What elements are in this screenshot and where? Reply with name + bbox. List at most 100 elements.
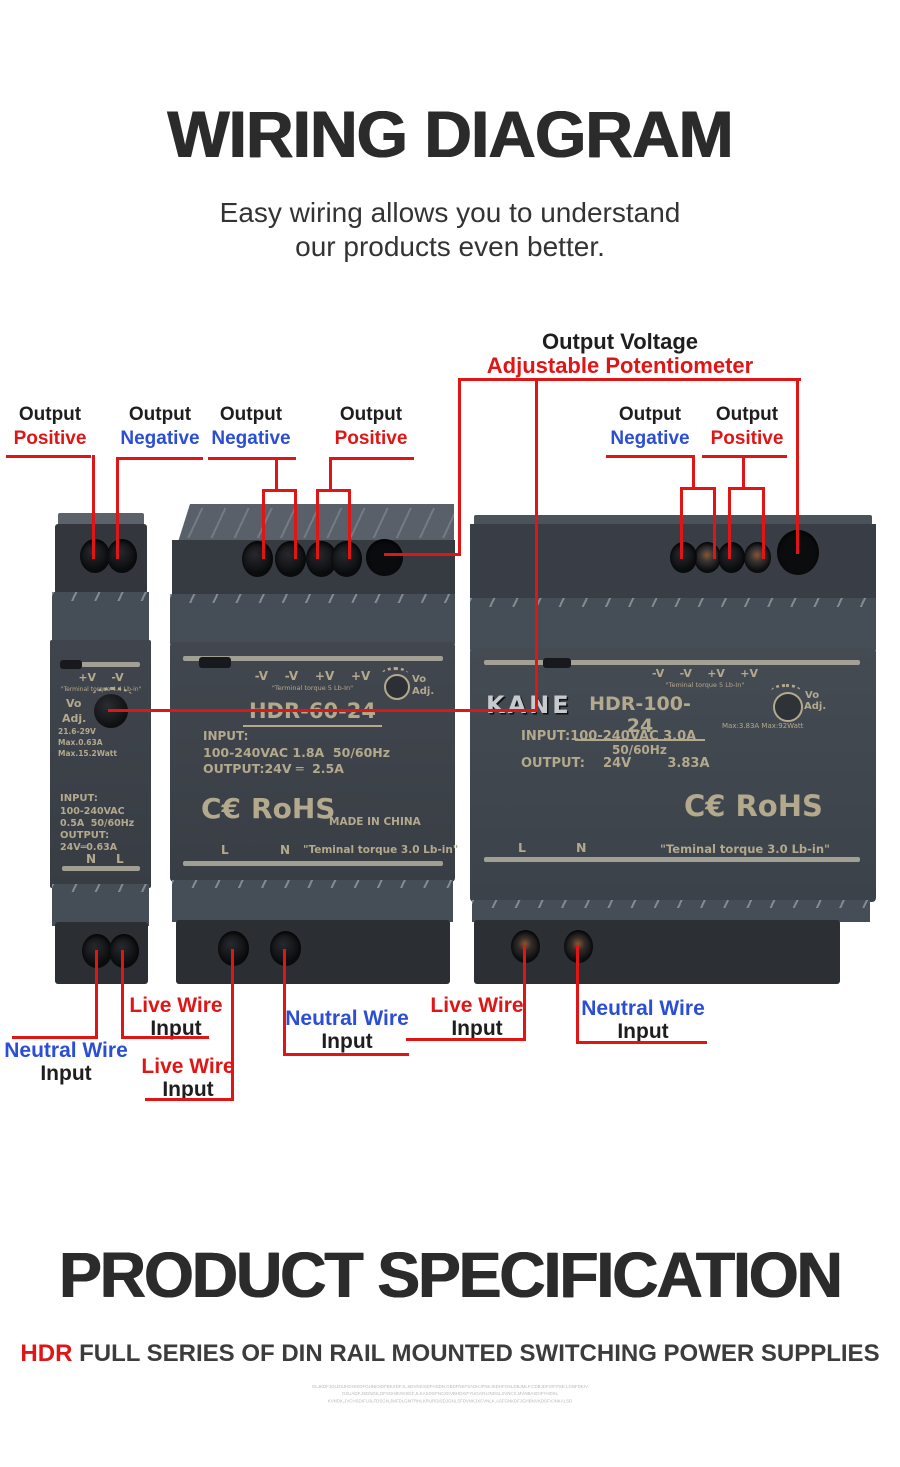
terminal-hole [718, 542, 745, 573]
dial-arc [771, 684, 801, 698]
label-word: Output [18, 404, 82, 425]
terminal-hole [670, 542, 697, 573]
max-power: Max.15.2Watt [58, 749, 117, 758]
connector-line [384, 553, 460, 556]
potentiometer-label: Output Voltage Adjustable Potentiometer [470, 330, 770, 378]
face-strip [62, 662, 140, 667]
label-word: Live Wire [430, 994, 524, 1017]
terminal-markings: +V -V [78, 671, 124, 684]
input-label: INPUT: [203, 729, 249, 743]
psu-step [52, 592, 149, 642]
terminal-hole [694, 542, 721, 573]
made-in-label: MADE IN CHINA [329, 816, 421, 828]
output-label-positive-2: Output Positive [325, 403, 417, 451]
label-word: Negative [120, 428, 200, 449]
connector-line [231, 949, 234, 1100]
serration [170, 594, 455, 603]
input-spec: 100-240VAC 1.8A 50/60Hz [203, 745, 391, 760]
label-word: Output [715, 404, 779, 425]
page-title: WIRING DIAGRAM [167, 97, 733, 171]
output-spec: 24V═0.63A [60, 842, 118, 853]
psu-top-bevel [58, 513, 144, 526]
footer-subtitle: HDR FULL SERIES OF DIN RAIL MOUNTED SWIT… [0, 1340, 900, 1368]
serration [52, 592, 149, 601]
model-number: HDR-60-24 [240, 699, 385, 727]
footer-subtitle-text: FULL SERIES OF DIN RAIL MOUNTED SWITCHIN… [72, 1340, 880, 1367]
input-label: INPUT: [60, 793, 98, 804]
connector-line [523, 946, 526, 1040]
face-strip [484, 660, 860, 665]
output-spec: OUTPUT: 24V 3.83A [521, 756, 710, 771]
live-terminal-label: L [116, 852, 124, 866]
connector-line [121, 1036, 209, 1039]
footer-title: PRODUCT SPECIFICATION [59, 1239, 843, 1311]
serration [470, 598, 876, 607]
terminal-bracket [728, 487, 765, 559]
terminal-hole [275, 541, 306, 577]
connector-line [606, 455, 693, 458]
label-word: Neutral Wire [4, 1039, 128, 1062]
connector-line [275, 457, 278, 492]
vo-label: Vo [805, 690, 820, 701]
torque-note: "Terminal torque 5 Lb-In" [271, 684, 354, 692]
connector-line [283, 949, 286, 1055]
label-word: Live Wire [129, 994, 223, 1017]
ce-mark: C€ [684, 789, 726, 823]
label-word: Output [618, 404, 682, 425]
connector-line [742, 455, 745, 490]
face-notch [60, 660, 82, 669]
wire-label-neutral-3: Neutral Wire Input [578, 998, 708, 1042]
potentiometer-access-hole[interactable] [366, 539, 403, 576]
label-word: Neutral Wire [285, 1007, 409, 1030]
face-strip [484, 857, 860, 862]
knob-arc [92, 687, 132, 704]
face-strip [62, 866, 140, 871]
label-word: Input [617, 1020, 669, 1043]
wire-label-live-2: Live Wire Input [138, 1056, 238, 1100]
neutral-terminal-label: N [280, 843, 291, 857]
label-word: Positive [13, 428, 87, 449]
connector-line [329, 457, 332, 492]
psu-step [52, 884, 149, 926]
terminal-hole [744, 542, 771, 573]
output-label-positive-3: Output Positive [701, 403, 793, 451]
wire-label-live-1: Live Wire Input [126, 995, 226, 1039]
psu-step [170, 594, 455, 644]
terminal-hole [242, 541, 273, 577]
face-strip [183, 656, 443, 661]
input-spec: 0.5A 50/60Hz [60, 818, 135, 829]
potentiometer-label-line2: Adjustable Potentiometer [486, 353, 754, 378]
rohs-mark: RoHS [251, 792, 336, 825]
label-word: Positive [334, 428, 408, 449]
psu-top-bevel [474, 515, 872, 525]
vo-label: Vo [412, 674, 427, 685]
connector-line [208, 457, 296, 460]
subtitle-line2: our products even better. [295, 231, 605, 262]
terminal-hole [107, 539, 137, 573]
model-number: HDR-100-24 [575, 693, 705, 741]
serration [472, 900, 870, 908]
torque-note: "Teminal torque 3.0 Lb-in" [660, 842, 831, 856]
connector-line [116, 457, 203, 460]
output-label: OUTPUT: [60, 830, 110, 841]
label-word: Input [321, 1030, 373, 1053]
torque-note: "Teminal torque 3.0 Lb-in" [303, 844, 459, 856]
series-name: HDR [20, 1340, 73, 1367]
output-label-positive-1: Output Positive [4, 403, 96, 451]
certification-marks: C€ RoHS [201, 792, 335, 825]
connector-line [796, 378, 799, 554]
label-word: Output [219, 404, 283, 425]
connector-line [12, 1036, 98, 1039]
connector-line [116, 457, 119, 559]
connector-line [121, 950, 124, 1038]
label-word: Positive [710, 428, 784, 449]
fineprint-line: OLJKDFJGLDSJHGOIKDFGHNKSDFBKSDFJL,SDVNKI… [311, 1384, 589, 1390]
connector-line [6, 455, 91, 458]
terminal-bracket [262, 489, 297, 559]
connector-line [108, 709, 537, 712]
connector-line [458, 378, 461, 556]
connector-line [406, 1038, 526, 1041]
adj-label: Adj. [62, 712, 87, 725]
connector-line [576, 946, 579, 1043]
